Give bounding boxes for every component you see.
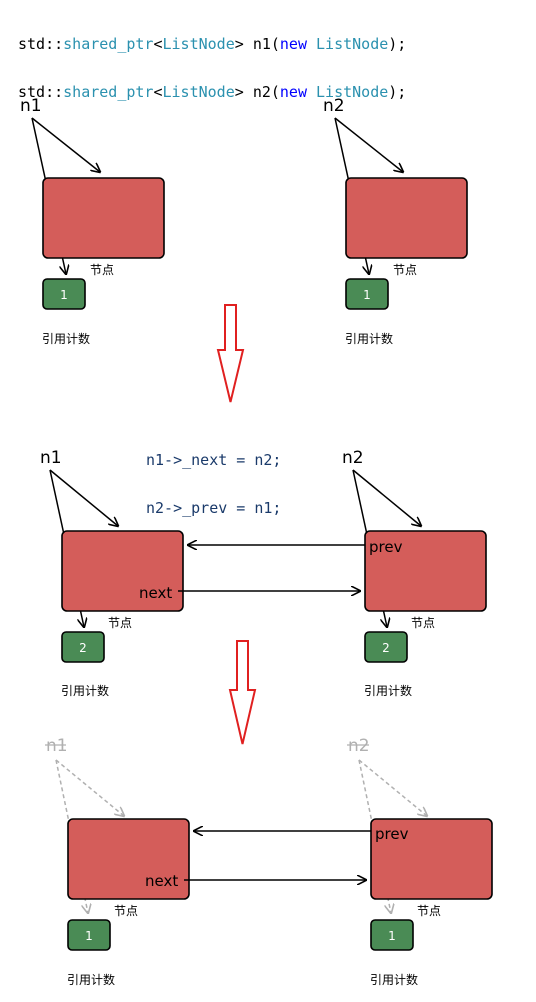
code-line-prev: n2->_prev = n1; <box>146 499 282 517</box>
list-node <box>370 818 493 900</box>
ref-count-label: 引用计数 <box>61 683 109 698</box>
ref-count-label: 引用计数 <box>42 331 90 346</box>
pointer-label-n1-faded: n1 <box>46 736 68 756</box>
ref-count-label: 引用计数 <box>370 972 418 987</box>
ref-count-box <box>67 919 111 951</box>
ref-count-label: 引用计数 <box>67 972 115 987</box>
next-field-label: next <box>145 872 178 890</box>
ref-count-box <box>345 278 389 310</box>
ref-count-box <box>370 919 414 951</box>
stage-1: n1 节点 1 引用计数 n2 节点 1 引用计数 <box>20 96 468 346</box>
ref-count-box <box>61 631 105 663</box>
pointer-arrow-to-node <box>334 117 403 172</box>
released-arrow-to-node <box>358 759 427 816</box>
node-label: 节点 <box>90 263 114 277</box>
ref-count-label: 引用计数 <box>364 683 412 698</box>
next-field-label: next <box>139 584 172 602</box>
ref-count-value: 1 <box>85 929 93 943</box>
ref-count-value: 2 <box>79 641 87 655</box>
code-block-middle: n1->_next = n2; n2->_prev = n1; <box>146 424 281 544</box>
code-block-top: std::shared_ptr<ListNode> n1(new ListNod… <box>18 8 406 128</box>
stage-2: n1 next 节点 2 引用计数 n2 prev 节点 2 引用计数 <box>40 448 487 698</box>
pointer-label-n2-faded: n2 <box>348 736 370 756</box>
code-line-2: std::shared_ptr<ListNode> n2(new ListNod… <box>18 83 407 101</box>
pointer-label-n1: n1 <box>20 96 42 116</box>
list-node <box>61 530 184 612</box>
node-label: 节点 <box>114 904 138 918</box>
prev-field-label: prev <box>369 538 403 556</box>
transition-arrow-down <box>228 640 257 745</box>
ref-count-label: 引用计数 <box>345 331 393 346</box>
code-line-next: n1->_next = n2; <box>146 451 282 469</box>
list-node <box>42 177 165 259</box>
ref-count-value: 1 <box>60 288 68 302</box>
node-label: 节点 <box>411 616 435 630</box>
pointer-label-n2: n2 <box>342 448 364 468</box>
node-label: 节点 <box>108 616 132 630</box>
list-node <box>67 818 190 900</box>
node-label: 节点 <box>417 904 441 918</box>
released-arrow-to-node <box>55 759 124 816</box>
ref-count-box <box>364 631 408 663</box>
pointer-label-n1: n1 <box>40 448 62 468</box>
list-node <box>364 530 487 612</box>
prev-field-label: prev <box>375 825 409 843</box>
ref-count-value: 1 <box>388 929 396 943</box>
ref-count-box <box>42 278 86 310</box>
pointer-arrow-to-node <box>31 117 100 172</box>
node-label: 节点 <box>393 263 417 277</box>
ref-count-value: 1 <box>363 288 371 302</box>
transition-arrow-down <box>216 304 245 403</box>
ref-count-value: 2 <box>382 641 390 655</box>
pointer-arrow-to-node <box>49 469 118 526</box>
pointer-arrow-to-node <box>352 469 421 526</box>
pointer-label-n2: n2 <box>323 96 345 116</box>
stage-3: n1 next 节点 1 引用计数 n2 prev 节点 1 引用计数 <box>45 736 493 987</box>
code-line-1: std::shared_ptr<ListNode> n1(new ListNod… <box>18 35 407 53</box>
list-node <box>345 177 468 259</box>
